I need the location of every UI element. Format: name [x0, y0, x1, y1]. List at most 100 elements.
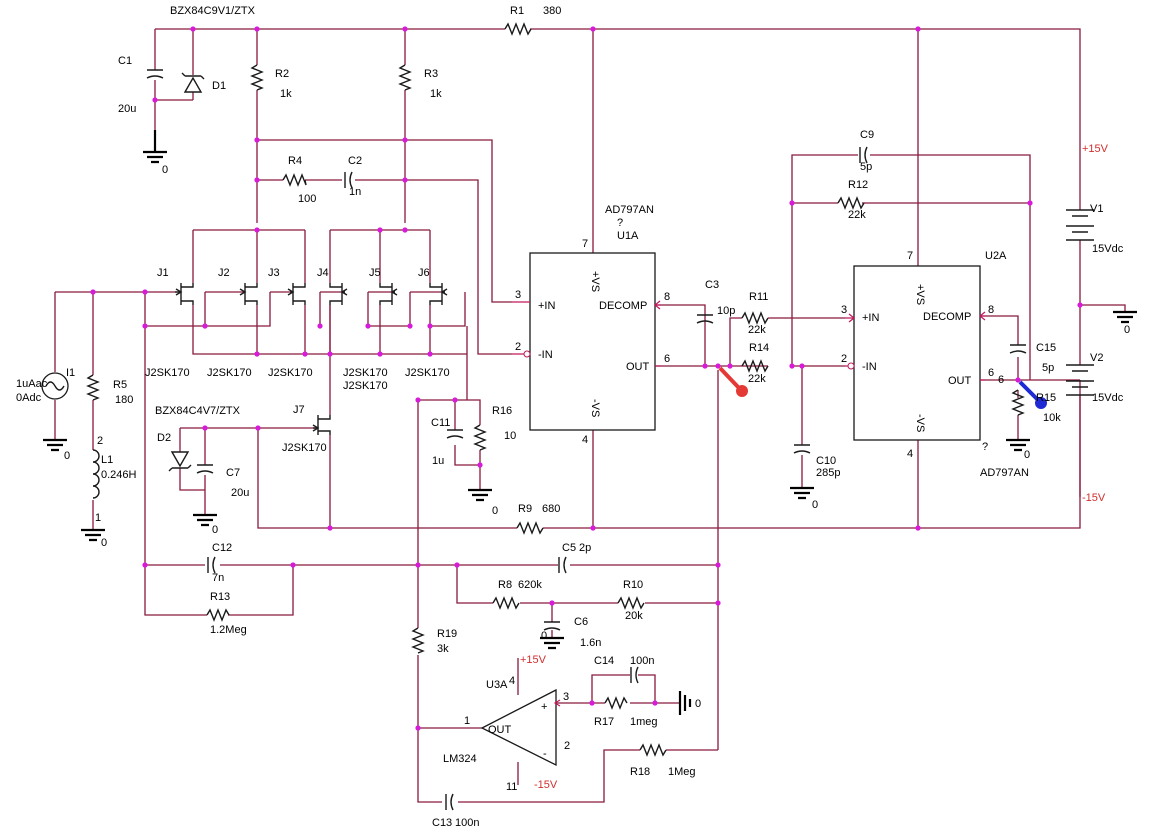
- resistor-r2: [250, 64, 264, 91]
- c2-value: 1n: [349, 186, 361, 198]
- pos-15v-rail: +15V: [1082, 143, 1109, 155]
- capacitor-c11: [446, 429, 464, 439]
- v1-label: V1: [1090, 203, 1103, 215]
- zener-d2: [168, 451, 192, 472]
- l1-label: L1: [101, 454, 113, 466]
- r11-value: 22k: [748, 324, 766, 336]
- u2-pin7: 7: [907, 250, 913, 262]
- probe-red-label: VP: [750, 390, 760, 397]
- c6-value: 1.6n: [580, 637, 601, 649]
- r18-label: R18: [630, 766, 650, 778]
- u3-plus: +: [541, 701, 547, 713]
- r3-label: R3: [424, 68, 438, 80]
- grounds: [43, 130, 1137, 715]
- resistor-r4: [282, 173, 307, 187]
- d2-part-label: BZX84C4V7/ZTX: [155, 405, 241, 417]
- r17-value: 1meg: [630, 716, 658, 728]
- r15-label: R15: [1036, 392, 1056, 404]
- u2-pin-vs-neg: -VS: [914, 414, 926, 432]
- resistor-r12: [837, 196, 865, 210]
- neg-15v-rail: -15V: [1082, 492, 1106, 504]
- c5-label: C5: [562, 542, 576, 554]
- j1-label: J1: [157, 267, 169, 279]
- battery-v2: [1066, 364, 1094, 396]
- r10-label: R10: [623, 579, 643, 591]
- u3-pin11: 11: [506, 781, 517, 793]
- u1-pin-decomp: DECOMP: [599, 300, 647, 312]
- i1-value-ac: 1uAac: [16, 378, 48, 390]
- capacitor-c3: [696, 314, 714, 324]
- u1-part: AD797AN: [605, 204, 654, 216]
- resistor-r14: [741, 359, 769, 373]
- ground-label: 0: [101, 537, 107, 549]
- u3-minus: -: [543, 748, 547, 760]
- jfet-j2: [239, 283, 258, 305]
- u1-pin-in-neg: -IN: [538, 349, 553, 361]
- resistor-r19: [411, 627, 425, 654]
- j4-part: J2SK170: [343, 367, 388, 379]
- inductor-l1: [92, 449, 100, 499]
- ground-label: 0: [541, 630, 547, 642]
- j3-part: J2SK170: [268, 367, 313, 379]
- capacitor-c2: [344, 171, 353, 189]
- u3-pin2: 2: [564, 740, 570, 752]
- u1-pin6: 6: [664, 353, 670, 365]
- r19-value: 3k: [437, 643, 449, 655]
- u1-pin4: 4: [582, 434, 588, 446]
- j2-part: J2SK170: [207, 367, 252, 379]
- u2-out-pin6: 6: [998, 374, 1004, 386]
- j4-label: J4: [317, 267, 329, 279]
- c2-label: C2: [348, 155, 362, 167]
- u1-pin-vs-pos: +VS: [589, 271, 601, 292]
- resistor-r13: [206, 608, 230, 622]
- voltage-probe-red: [718, 366, 748, 397]
- r16-label: R16: [492, 405, 512, 417]
- resistor-r10: [617, 596, 645, 610]
- resistor-r15: [1011, 389, 1025, 416]
- r1-label: R1: [510, 5, 524, 17]
- u2-pin6: 6: [988, 367, 994, 379]
- r11-label: R11: [749, 291, 768, 303]
- r13-value: 1.2Meg: [210, 624, 247, 636]
- capacitor-c13: [445, 793, 454, 811]
- r5-label: R5: [113, 379, 127, 391]
- capacitor-c1: [146, 69, 164, 79]
- battery-v1: [1066, 209, 1094, 241]
- u2-pin-decomp: DECOMP: [923, 311, 971, 323]
- u3-pin4: 4: [509, 675, 515, 687]
- c1-value: 20u: [118, 103, 136, 115]
- r14-value: 22k: [748, 373, 766, 385]
- jfet-j3: [287, 283, 306, 305]
- u3-pin3: 3: [563, 691, 569, 703]
- resistor-r1: [504, 22, 532, 36]
- opamp-u2a: [845, 265, 986, 441]
- capacitor-c6: [543, 621, 561, 631]
- r10-value: 20k: [625, 610, 643, 622]
- c7-label: C7: [226, 467, 240, 479]
- c15-value: 5p: [1042, 362, 1054, 374]
- j7-label: J7: [293, 404, 305, 416]
- u1-pin-in-pos: +IN: [538, 300, 555, 312]
- resistor-r9: [516, 521, 544, 535]
- resistor-r16: [473, 424, 487, 451]
- c7-value: 20u: [231, 487, 249, 499]
- u2-pin-out: OUT: [948, 375, 972, 387]
- u2-pin8: 8: [988, 304, 994, 316]
- u2-label: U2A: [985, 250, 1007, 262]
- capacitors: [146, 69, 1027, 811]
- u1-question: ?: [617, 217, 623, 229]
- r18-value: 1Meg: [668, 766, 696, 778]
- r19-label: R19: [437, 628, 457, 640]
- j6-label: J6: [418, 267, 430, 279]
- c1-label: C1: [118, 55, 132, 67]
- r8-value: 620k: [518, 579, 542, 591]
- u3-pin-out: OUT: [488, 724, 512, 736]
- text-labels: BZX84C9V1/ZTX R1 380 C1 20u D1 0 R2 1k R…: [16, 5, 1130, 829]
- r15-value: 10k: [1043, 412, 1061, 424]
- r8-label: R8: [498, 579, 512, 591]
- capacitor-c9: [859, 146, 868, 164]
- r2-value: 1k: [280, 88, 292, 100]
- zener-d1: [181, 72, 205, 93]
- u3-label: U3A: [486, 679, 508, 691]
